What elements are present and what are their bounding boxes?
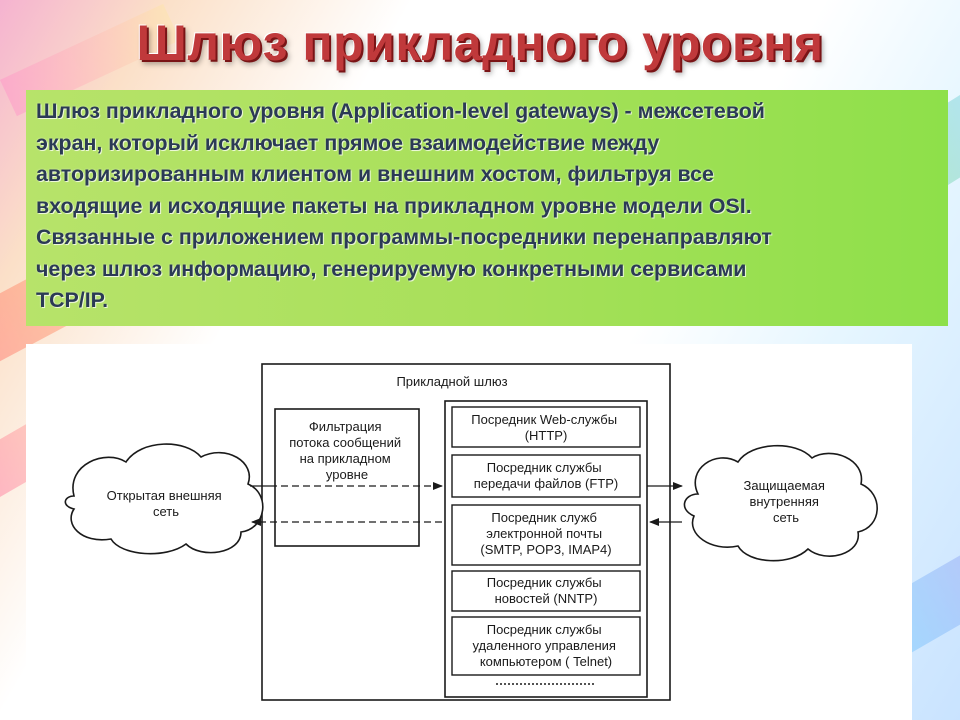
svg-text:Защищаемая внутренняя: Защищаемая внутренняя сеть: [743, 478, 828, 525]
proxy-label-line: компьютером ( Telnet): [480, 654, 612, 669]
svg-text:Посредник службы передач: Посредник службы передачи файлов (FTP): [474, 460, 619, 491]
internal-network-label-line: внутренняя: [749, 494, 818, 509]
filter-label-line: на прикладном: [300, 451, 391, 466]
external-network-label-line: сеть: [153, 504, 179, 519]
proxy-box-nntp: [451, 570, 641, 612]
filter-label-line: Фильтрация: [309, 419, 382, 434]
description-line: через шлюз информацию, генерируемую конк…: [36, 256, 747, 281]
proxy-label-line: новостей (NNTP): [495, 591, 598, 606]
proxy-label-line: (SMTP, POP3, IMAP4): [480, 542, 611, 557]
gateway-diagram-svg: Прикладной шлюз Фильтрация потока сообще…: [64, 363, 878, 701]
svg-text:Посредник служб электрон: Посредник служб электронной почты (SMTP,…: [480, 510, 611, 557]
svg-text:Фильтрация потока сообще: Фильтрация потока сообщений на прикладно…: [289, 419, 405, 482]
description-line: Шлюз прикладного уровня (Application-lev…: [36, 99, 765, 123]
gateway-diagram: Прикладной шлюз Фильтрация потока сообще…: [26, 344, 912, 720]
internal-network-cloud: [683, 444, 878, 562]
proxies-container: [444, 400, 648, 698]
description-line: Связанные с приложением программы-посред…: [36, 225, 772, 249]
proxy-label-line: (HTTP): [525, 428, 568, 443]
internal-network-label-line: сеть: [773, 510, 799, 525]
gateway-label: Прикладной шлюз: [396, 374, 507, 389]
proxy-label-line: Посредник службы: [487, 460, 602, 475]
svg-text:Посредник службы удаленн: Посредник службы удаленного управления к…: [472, 622, 619, 669]
filter-label-line: уровне: [326, 467, 368, 482]
proxy-label-line: Посредник служб: [491, 510, 597, 525]
proxy-label-line: Посредник службы: [487, 575, 602, 590]
description-line: экран, который исключает прямое взаимоде…: [36, 130, 660, 155]
proxy-box-mail: [451, 504, 641, 566]
proxy-box-http: [451, 406, 641, 448]
proxy-label-line: Посредник Web-службы: [471, 412, 617, 427]
svg-text:Посредник Web-службы (HT: Посредник Web-службы (HTTP): [471, 412, 620, 443]
external-network-cloud: [64, 443, 264, 555]
proxy-box-telnet: [451, 616, 641, 676]
svg-text:Посредник службы новосте: Посредник службы новостей (NNTP): [487, 575, 606, 606]
description-line: входящие и исходящие пакеты на прикладно…: [36, 193, 752, 218]
proxy-label-line: передачи файлов (FTP): [474, 476, 619, 491]
slide-title: Шлюз прикладного уровня: [136, 15, 824, 71]
filter-box: [274, 408, 420, 547]
internal-network-label-line: Защищаемая: [743, 478, 824, 493]
description-box: Шлюз прикладного уровня (Application-lev…: [26, 90, 948, 326]
gateway-box: [261, 363, 671, 701]
filter-label-line: потока сообщений: [289, 435, 401, 450]
proxy-box-ftp: [451, 454, 641, 498]
proxy-label-line: электронной почты: [486, 526, 602, 541]
proxy-label-line: удаленного управления: [472, 638, 616, 653]
svg-text:Открытая внешняя сеть: Открытая внешняя сеть: [107, 488, 226, 519]
external-network-label-line: Открытая внешняя: [107, 488, 222, 503]
proxy-label-line: Посредник службы: [487, 622, 602, 637]
description-line: TCP/IP.: [36, 288, 109, 312]
description-line: авторизированным клиентом и внешним хост…: [36, 162, 714, 186]
